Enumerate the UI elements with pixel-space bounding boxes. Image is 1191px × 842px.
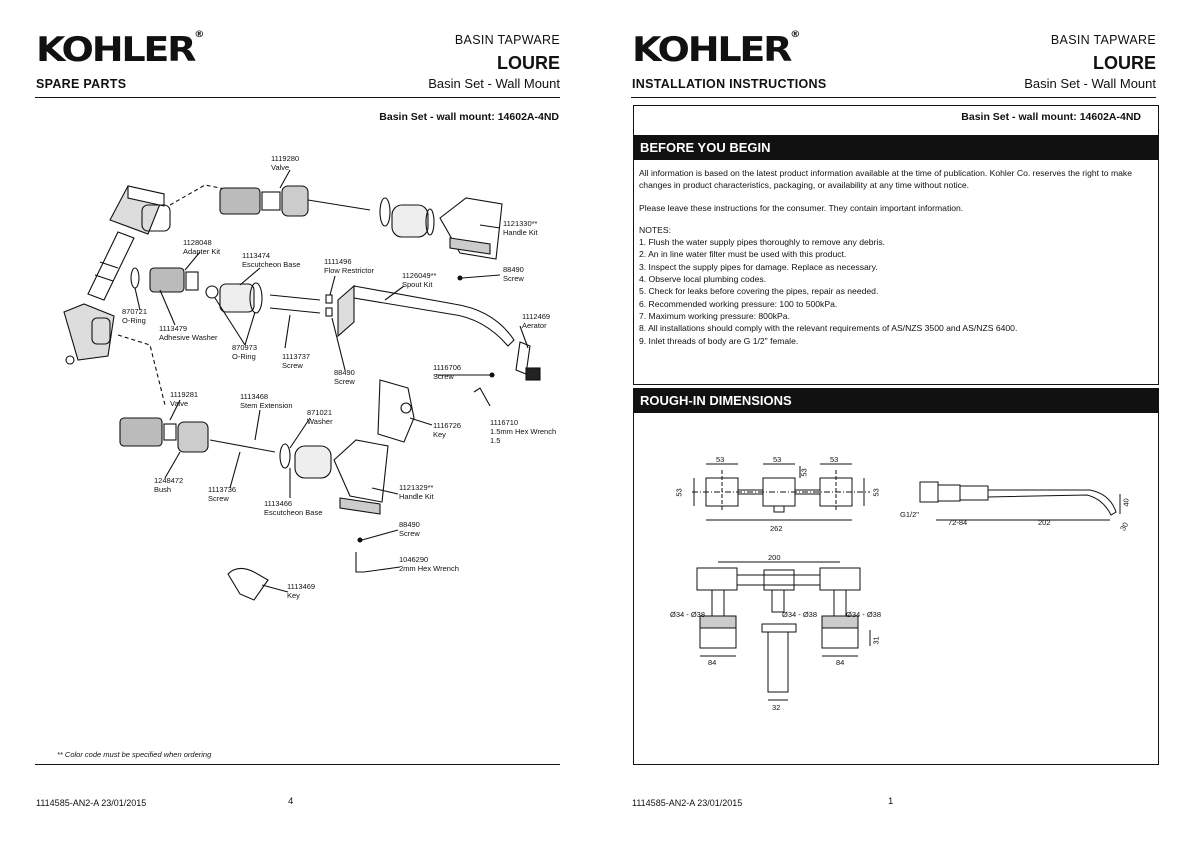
dim-53-left: 53 (716, 455, 725, 464)
notes-title: NOTES: (639, 224, 671, 235)
header-rule (631, 97, 1156, 98)
note-item: 7. Maximum working pressure: 800kPa. (639, 310, 790, 321)
callout-handle-kit-lower: 1121329**Handle Kit (399, 483, 434, 501)
installation-page: KOHLER® INSTALLATION INSTRUCTIONS BASIN … (596, 0, 1191, 842)
spare-parts-page: KOHLER® SPARE PARTS BASIN TAPWARE LOURE … (0, 0, 595, 842)
dim-262: 262 (770, 524, 783, 533)
document-code: 1114585-AN2-A 23/01/2015 (36, 798, 147, 808)
product-subtitle: Basin Set - Wall Mount (1024, 76, 1156, 91)
before-you-begin-box (633, 105, 1159, 385)
dim-dia-right: Ø34 - Ø38 (846, 610, 882, 619)
product-subtitle: Basin Set - Wall Mount (428, 76, 560, 91)
model-line: Basin Set - wall mount: 14602A-4ND (379, 111, 559, 123)
model-line: Basin Set - wall mount: 14602A-4ND (961, 111, 1141, 123)
note-item: 5. Check for leaks before covering the p… (639, 286, 879, 297)
rough-in-heading: ROUGH-IN DIMENSIONS (634, 388, 1158, 413)
callout-handle-kit-upper: 1121330**Handle Kit (503, 219, 538, 237)
product-name: LOURE (497, 53, 560, 73)
dim-dia-mid: Ø34 - Ø38 (782, 610, 818, 619)
dim-dia-left: Ø34 - Ø38 (670, 610, 706, 619)
section-title: INSTALLATION INSTRUCTIONS (632, 77, 827, 91)
callout-spout-kit: 1126049**Spout Kit (402, 271, 437, 289)
note-item: 1. Flush the water supply pipes thorough… (639, 237, 886, 248)
note-item: 3. Inspect the supply pipes for damage. … (639, 261, 878, 272)
header-rule (35, 97, 560, 98)
note-item: 2. An in line water filter must be used … (639, 249, 847, 260)
footer-rule (35, 764, 560, 765)
dim-53-side-right: 53 (871, 488, 881, 497)
dim-32: 32 (772, 703, 781, 712)
dim-202: 202 (1038, 518, 1051, 527)
document-code: 1114585-AN2-A 23/01/2015 (632, 798, 743, 808)
dim-84-right: 84 (836, 658, 845, 667)
page-number: 1 (888, 796, 894, 807)
exploded-parts-diagram (63, 169, 541, 601)
kohler-logo: KOHLER® (36, 30, 205, 70)
color-note: ** Color code must be specified when ord… (57, 750, 212, 759)
dim-53-side-mid: 53 (799, 468, 809, 477)
intro-paragraph: All information is based on the latest p… (639, 168, 1132, 191)
dim-72-84: 72-84 (948, 518, 968, 527)
dim-40: 40 (1121, 498, 1131, 507)
dim-g12: G1/2" (900, 510, 919, 519)
dim-53-right: 53 (830, 455, 839, 464)
before-you-begin-text: All information is based on the latest p… (639, 167, 1149, 347)
section-title: SPARE PARTS (36, 77, 127, 91)
leave-instructions: Please leave these instructions for the … (639, 202, 964, 213)
page-number: 4 (288, 796, 294, 807)
category-label: BASIN TAPWARE (454, 33, 560, 47)
note-item: 9. Inlet threads of body are G 1/2" fema… (639, 335, 799, 346)
dim-31: 31 (871, 636, 881, 645)
category-label: BASIN TAPWARE (1050, 33, 1156, 47)
dim-84-left: 84 (708, 658, 717, 667)
dim-200: 200 (768, 553, 781, 562)
note-item: 8. All installations should comply with … (639, 323, 1018, 334)
note-item: 6. Recommended working pressure: 100 to … (639, 298, 838, 309)
dim-53-side-left: 53 (674, 488, 684, 497)
dim-53-mid: 53 (773, 455, 782, 464)
product-name: LOURE (1093, 53, 1156, 73)
before-you-begin-heading: BEFORE YOU BEGIN (634, 135, 1158, 160)
kohler-logo: KOHLER® (632, 30, 801, 70)
note-item: 4. Observe local plumbing codes. (639, 274, 767, 285)
